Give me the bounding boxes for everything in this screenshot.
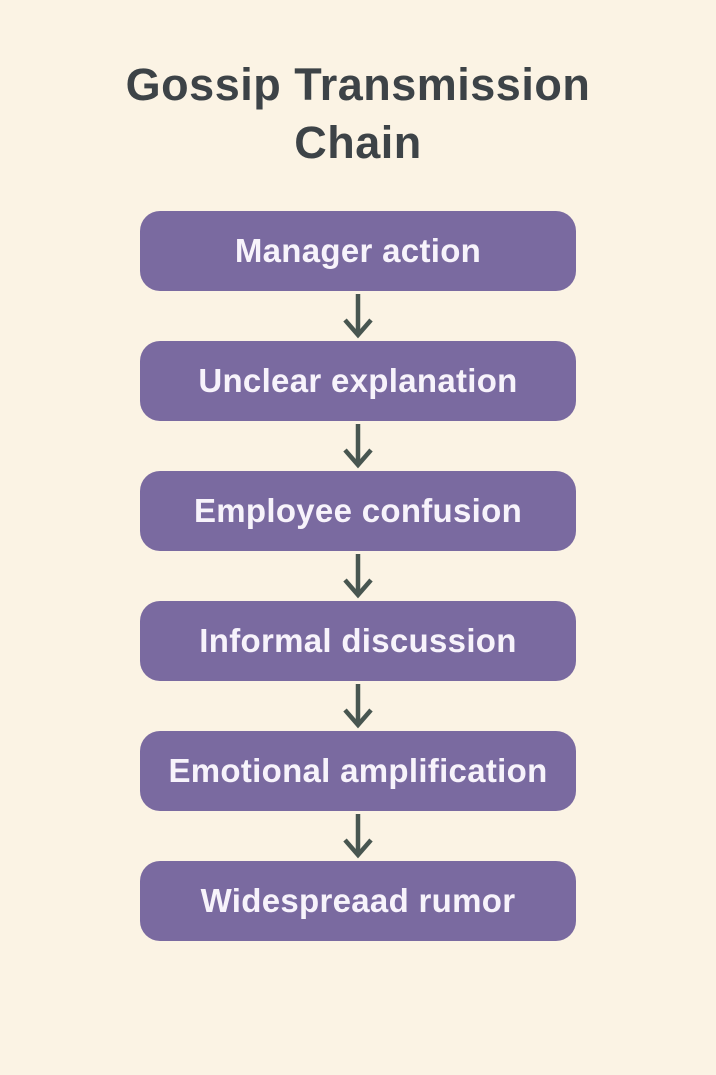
down-arrow-icon	[338, 421, 378, 471]
step-box-employee-confusion: Employee confusion	[140, 471, 576, 552]
step-label: Unclear explanation	[198, 362, 518, 400]
page-title: Gossip Transmission Chain	[125, 59, 591, 168]
step-label: Emotional amplification	[168, 752, 548, 790]
step-box-emotional-amplification: Emotional amplification	[140, 731, 576, 812]
step-label: Employee confusion	[193, 492, 523, 530]
down-arrow-icon	[338, 681, 378, 731]
step-box-manager-action: Manager action	[140, 211, 576, 292]
step-box-unclear-explanation: Unclear explanation	[140, 341, 576, 422]
down-arrow-icon	[338, 811, 378, 861]
step-box-widespread-rumor: Widespreaad rumor	[140, 861, 576, 942]
step-label: Informal discussion	[199, 622, 517, 660]
down-arrow-icon	[338, 551, 378, 601]
flow-chart: Manager action Unclear explanation Emplo…	[140, 211, 576, 942]
step-box-informal-discussion: Informal discussion	[140, 601, 576, 682]
step-label: Manager action	[234, 232, 482, 270]
down-arrow-icon	[338, 291, 378, 341]
step-label: Widespreaad rumor	[200, 882, 516, 920]
